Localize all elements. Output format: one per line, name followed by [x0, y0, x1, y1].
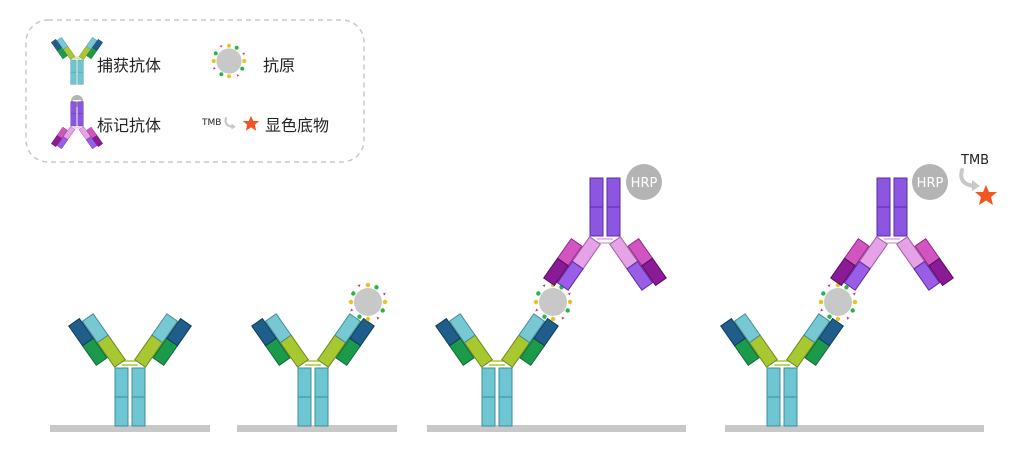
labeled-antibody-icon: [50, 95, 104, 151]
antigen-step2: [348, 282, 388, 322]
star-step4: [975, 185, 997, 205]
capture-antibody-icon: [50, 35, 104, 85]
legend-substrate-label: 显色底物: [265, 116, 329, 135]
capture-antibody-step2: [250, 309, 376, 427]
plate-step4: [725, 425, 984, 432]
legend-tmb-small-label: TMB: [201, 118, 221, 128]
legend-box: 捕获抗体 抗原 标记抗体 TMB 显色底物: [25, 19, 365, 163]
capture-antibody-step4: [719, 309, 845, 427]
antigen-icon: [211, 43, 247, 79]
hrp-label-step3: HRP: [631, 176, 658, 191]
legend-antigen-label: 抗原: [263, 56, 295, 75]
star-icon: [242, 115, 260, 131]
substrate-arrow-icon: [224, 116, 237, 131]
plate-step3: [427, 425, 686, 432]
capture-antibody-step3: [434, 309, 560, 427]
plate-step2: [237, 425, 397, 432]
hrp-step4: HRP: [912, 164, 948, 200]
hrp-step3: HRP: [626, 164, 662, 200]
antigen-step4: [818, 282, 858, 322]
capture-antibody-step1: [67, 309, 193, 427]
tmb-arrow-step4: [959, 168, 982, 193]
plate-step1: [50, 425, 210, 432]
legend-capture-antibody-label: 捕获抗体: [97, 56, 161, 75]
legend-labeled-antibody-label: 标记抗体: [97, 116, 161, 135]
hrp-label-step4: HRP: [917, 176, 944, 191]
tmb-label-step4: TMB: [960, 153, 989, 168]
legend-border: [25, 19, 365, 163]
